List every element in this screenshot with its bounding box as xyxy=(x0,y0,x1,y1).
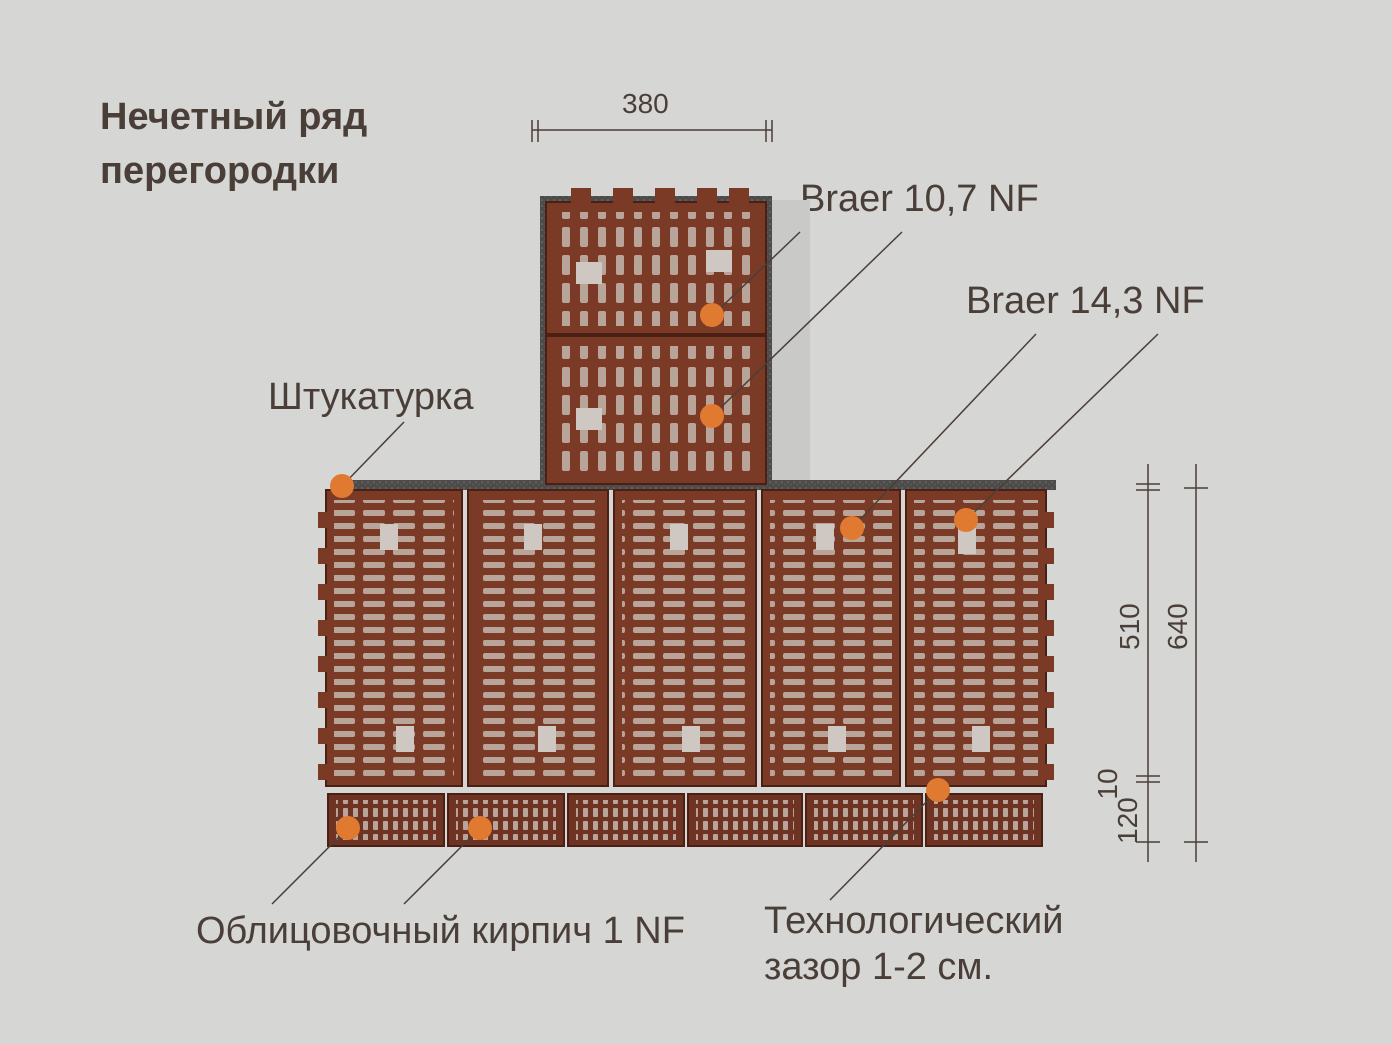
marker-braer-10-7-b xyxy=(700,404,724,428)
markers xyxy=(330,303,978,840)
dimension-lines xyxy=(531,120,1208,862)
title-line-1: Нечетный ряд xyxy=(100,96,368,138)
marker-braer-14-3-a xyxy=(840,516,864,540)
braer-14-3-block-3 xyxy=(613,489,757,787)
diagram-title: Нечетный ряд перегородки xyxy=(100,90,367,198)
braer-10-7-block-upper xyxy=(545,188,767,335)
label-tech-gap-line-2: зазор 1-2 см. xyxy=(764,946,994,988)
marker-tech-gap xyxy=(926,778,950,802)
braer-14-3-block-5 xyxy=(905,489,1047,787)
braer-10-7-block-lower xyxy=(545,335,767,485)
label-braer-14-3: Braer 14,3 NF xyxy=(966,280,1205,322)
marker-facing-b xyxy=(468,816,492,840)
block-teeth xyxy=(318,512,1054,780)
facing-brick-row xyxy=(327,793,1043,847)
title-line-2: перегородки xyxy=(100,150,340,192)
braer-14-3-block-2 xyxy=(467,489,609,787)
braer-14-3-block-4 xyxy=(761,489,901,787)
marker-braer-10-7-a xyxy=(700,303,724,327)
leader-lines xyxy=(271,231,1159,905)
dim-text-380: 380 xyxy=(622,88,669,119)
marker-braer-14-3-b xyxy=(954,508,978,532)
marker-facing-a xyxy=(336,816,360,840)
marker-plaster xyxy=(330,474,354,498)
label-plaster: Штукатурка xyxy=(268,376,474,418)
label-facing-brick: Облицовочный кирпич 1 NF xyxy=(196,910,685,952)
label-tech-gap-line-1: Технологический xyxy=(764,900,1064,942)
label-braer-10-7: Braer 10,7 NF xyxy=(800,178,1039,220)
braer-14-3-block-1 xyxy=(325,489,463,787)
